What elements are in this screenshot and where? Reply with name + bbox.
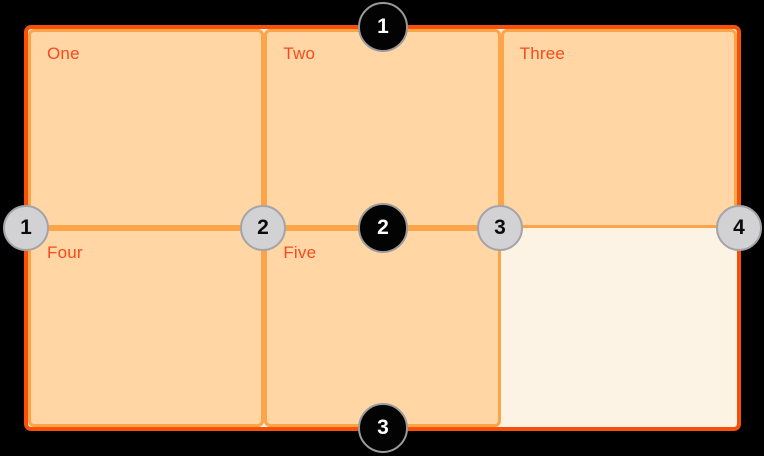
cell-label: Four [47, 243, 83, 262]
row-line-badge-3: 3 [358, 403, 408, 453]
column-line-badge-4: 4 [716, 205, 762, 251]
grid-cell-two: Two [264, 29, 501, 228]
cell-label: One [47, 44, 80, 63]
cell-label: Five [283, 243, 317, 262]
column-line-badge-number: 3 [494, 216, 506, 239]
grid-cell-three: Three [500, 29, 737, 228]
grid-cell-one: One [28, 29, 265, 228]
column-line-badge-number: 2 [257, 216, 269, 239]
empty-grid-area [501, 228, 737, 427]
grid-container: One Two Three Four Five [24, 25, 741, 431]
column-line-badge-1: 1 [3, 205, 49, 251]
grid-cell-five: Five [264, 228, 501, 427]
grid-cell-four: Four [28, 228, 265, 427]
row-line-badge-number: 1 [377, 15, 389, 38]
row-line-badge-number: 3 [377, 416, 389, 439]
row-line-badge-2: 2 [358, 203, 408, 253]
column-line-badge-number: 4 [733, 216, 745, 239]
row-line-badge-1: 1 [358, 2, 408, 52]
column-line-badge-2: 2 [240, 205, 286, 251]
column-line-badge-number: 1 [20, 216, 32, 239]
cell-label: Three [519, 44, 566, 63]
column-line-badge-3: 3 [477, 205, 523, 251]
row-line-badge-number: 2 [377, 216, 389, 239]
cell-label: Two [283, 44, 316, 63]
